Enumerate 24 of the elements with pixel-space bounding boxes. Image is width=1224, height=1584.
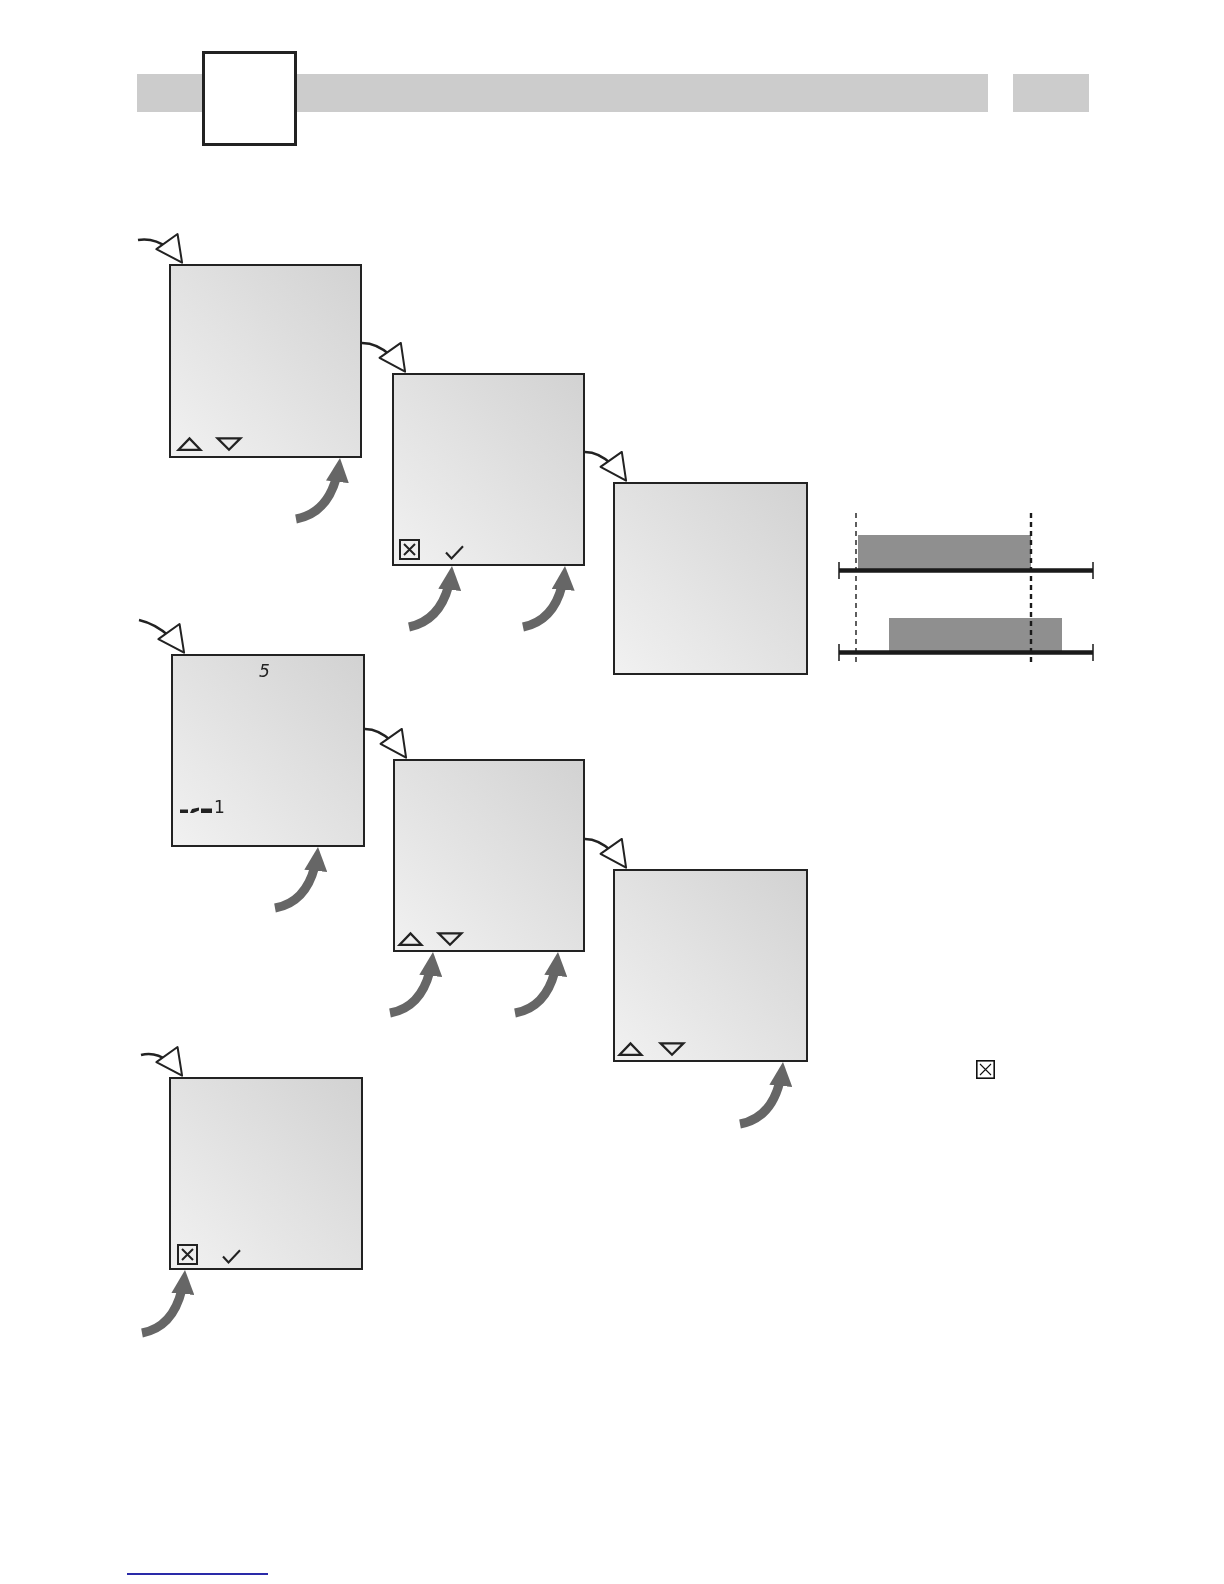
curved-arrow [137, 233, 184, 265]
curved-arrow [138, 618, 186, 655]
curved-arrow [521, 565, 574, 632]
curved-arrow [407, 565, 461, 632]
display-screen [613, 869, 808, 1062]
display-screen [393, 759, 585, 952]
display-digit: 1 [214, 799, 225, 816]
curved-arrow [140, 1269, 194, 1338]
curved-arrow [738, 1061, 792, 1129]
curved-arrow [388, 951, 442, 1018]
display-screen [171, 654, 365, 847]
display-screen [169, 264, 362, 458]
curved-arrow [364, 727, 408, 760]
curved-arrow [294, 457, 349, 524]
curved-arrow [513, 951, 567, 1018]
curved-arrow [584, 450, 628, 483]
curved-arrow [361, 341, 407, 374]
display-screen [613, 482, 808, 675]
curved-arrow [584, 837, 628, 870]
display-digit: 5 [259, 663, 270, 680]
curved-arrow [140, 1046, 184, 1078]
curved-arrow [273, 846, 327, 913]
display-screen [169, 1077, 363, 1270]
display-screen [392, 373, 585, 566]
